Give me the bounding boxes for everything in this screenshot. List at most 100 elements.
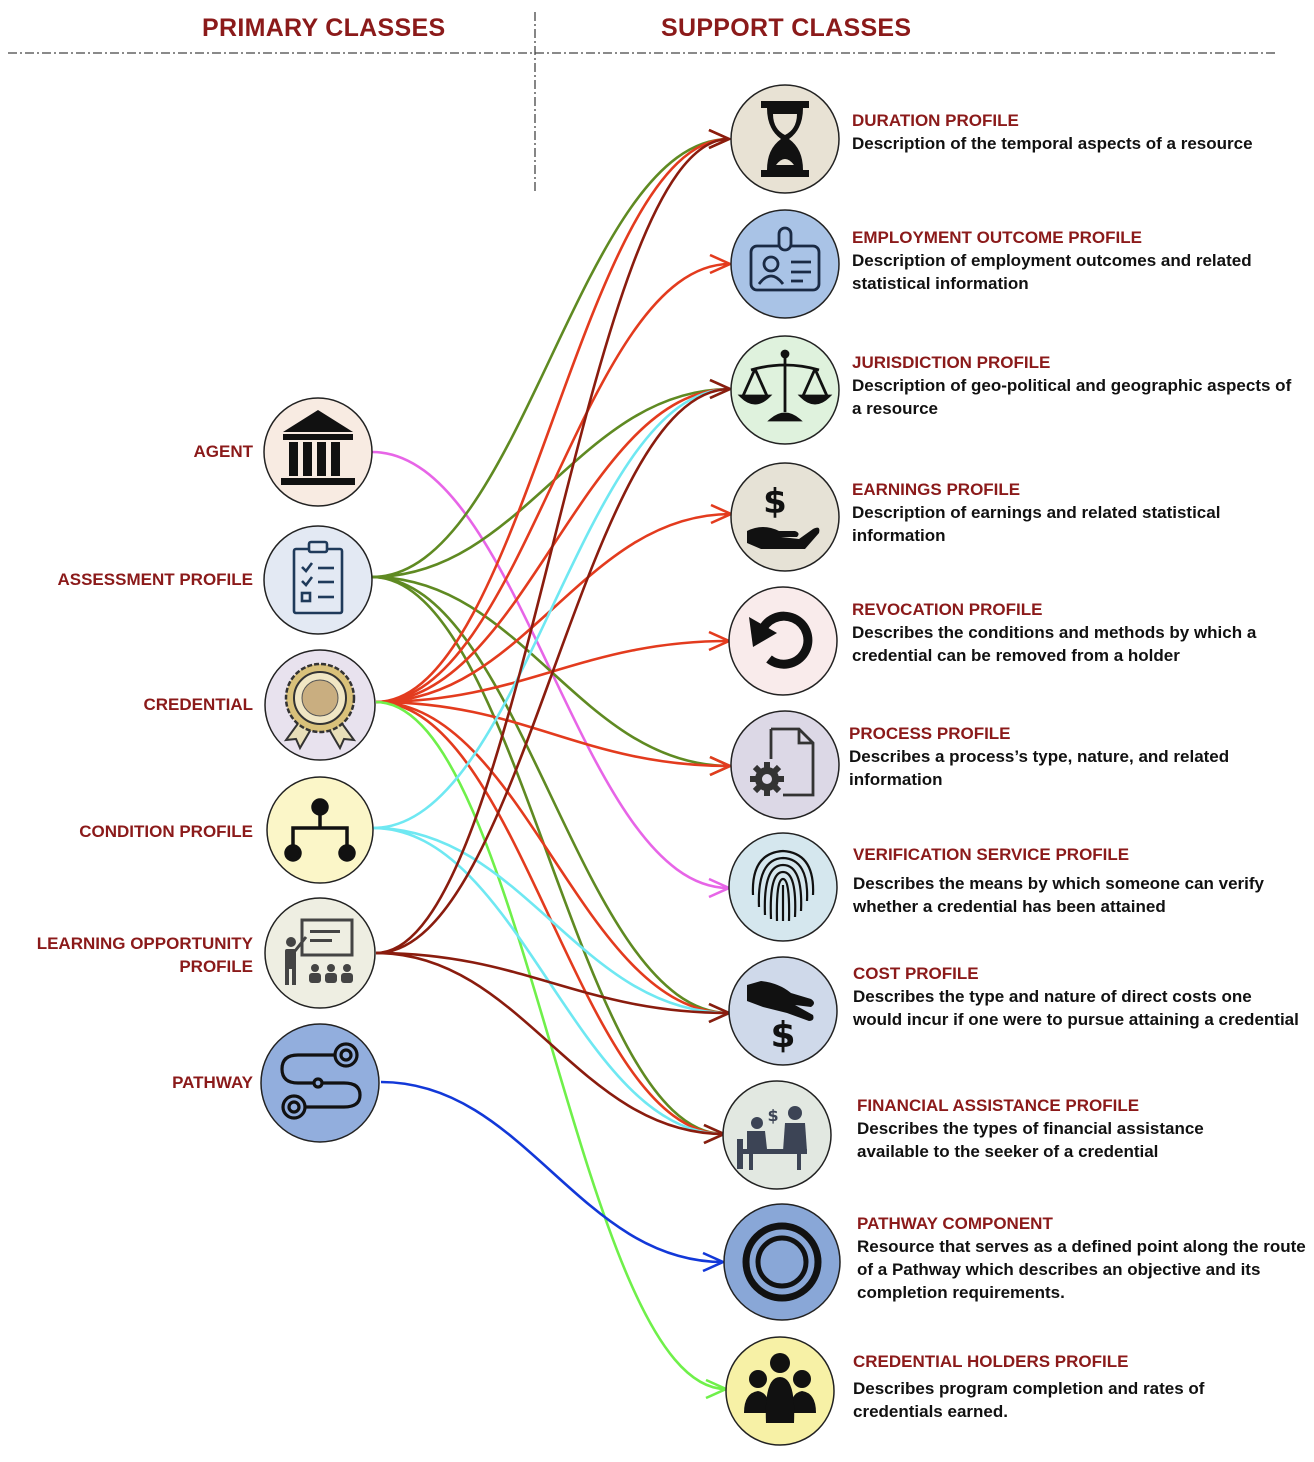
revocation-profile-description: Describes the conditions and methods by … <box>852 623 1257 665</box>
link-condition-to-jurisdiction <box>372 387 731 830</box>
duration-profile-title: DURATION PROFILE <box>852 111 1019 130</box>
duration-profile-text: DURATION PROFILE Description of the temp… <box>852 109 1304 155</box>
revocation-profile-title: REVOCATION PROFILE <box>852 600 1043 619</box>
process-profile-node[interactable] <box>730 710 840 820</box>
financial-assistance-profile-node[interactable]: $ <box>722 1080 832 1190</box>
agent-label: AGENT <box>193 442 254 461</box>
link-assessment-to-financial <box>371 575 725 1136</box>
pathway-component-node[interactable] <box>723 1203 841 1321</box>
assessment-profile-circle <box>263 525 373 635</box>
condition-profile-node[interactable] <box>266 776 374 884</box>
process-profile-description: Describes a process’s type, nature, and … <box>849 747 1230 789</box>
verification-service-profile-title: VERIFICATION SERVICE PROFILE <box>853 845 1130 864</box>
duration-profile-node[interactable] <box>730 84 840 194</box>
svg-text:$: $ <box>767 1106 778 1125</box>
arrowhead-learning-to-duration <box>708 128 733 150</box>
process-profile-text: PROCESS PROFILE Describes a process’s ty… <box>849 722 1301 791</box>
jurisdiction-profile-node[interactable] <box>730 335 840 445</box>
condition-profile-label: CONDITION PROFILE <box>79 822 253 841</box>
link-assessment-to-cost <box>371 575 730 1015</box>
jurisdiction-profile-description: Description of geo-political and geograp… <box>852 376 1292 418</box>
link-credential-to-cost <box>375 700 730 1015</box>
svg-text:$: $ <box>763 482 787 522</box>
scales-of-justice-icon <box>737 349 833 422</box>
fingerprint-icon <box>751 849 815 922</box>
link-learning-to-cost <box>375 951 730 1015</box>
credential-holders-profile-title: CREDENTIAL HOLDERS PROFILE <box>853 1352 1129 1371</box>
hand-payment-icon: $ <box>747 981 814 1056</box>
clipboard-checklist-icon <box>292 540 344 615</box>
process-circle <box>730 710 840 820</box>
link-condition-to-cost <box>372 826 730 1015</box>
concentric-circles-icon <box>742 1222 822 1302</box>
employment-circle <box>730 209 840 319</box>
employment-outcome-profile-title: EMPLOYMENT OUTCOME PROFILE <box>852 228 1142 247</box>
cost-profile-description: Describes the type and nature of direct … <box>853 987 1299 1029</box>
agent-node[interactable] <box>263 397 373 507</box>
revocation-circle <box>728 586 838 696</box>
revocation-profile-text: REVOCATION PROFILE Describes the conditi… <box>852 598 1304 667</box>
pathway-component-circle <box>723 1203 841 1321</box>
id-badge-icon <box>749 226 821 292</box>
learning-opportunity-profile-label: LEARNING OPPORTUNITY PROFILE <box>36 934 253 976</box>
financial-circle <box>722 1080 832 1190</box>
earnings-profile-description: Description of earnings and related stat… <box>852 503 1221 545</box>
pathway-component-description: Resource that serves as a defined point … <box>857 1237 1306 1302</box>
learning-opportunity-profile-node[interactable] <box>264 897 376 1009</box>
assessment-profile-node[interactable] <box>263 525 373 635</box>
pathway-node[interactable] <box>260 1023 380 1143</box>
undo-arrow-icon <box>749 611 813 669</box>
svg-text:$: $ <box>770 1015 795 1056</box>
jurisdiction-profile-title: JURISDICTION PROFILE <box>852 353 1051 372</box>
award-rosette-icon <box>283 662 357 751</box>
arrowhead-credential-to-process <box>709 755 734 777</box>
link-pathway-to-pathwaycomp <box>380 1080 724 1264</box>
arrowhead-learning-to-jurisdiction <box>709 378 734 400</box>
support-classes-header: SUPPORT CLASSES <box>661 14 912 42</box>
people-group-icon <box>744 1353 816 1423</box>
earnings-profile-node[interactable]: $ <box>730 462 840 572</box>
assessment-profile-label: ASSESSMENT PROFILE <box>57 570 253 589</box>
process-profile-title: PROCESS PROFILE <box>849 724 1011 743</box>
advisor-meeting-icon: $ <box>737 1106 807 1170</box>
arrowhead-pathway-to-pathwaycomp <box>702 1251 727 1273</box>
earnings-profile-text: EARNINGS PROFILE Description of earnings… <box>852 478 1304 547</box>
cost-profile-node[interactable]: $ <box>728 956 838 1066</box>
pathway-component-text: PATHWAY COMPONENT Resource that serves a… <box>857 1212 1307 1304</box>
financial-assistance-profile-text: FINANCIAL ASSISTANCE PROFILE Describes t… <box>857 1094 1277 1163</box>
revocation-profile-node[interactable] <box>728 586 838 696</box>
employment-outcome-profile-node[interactable] <box>730 209 840 319</box>
employment-outcome-profile-description: Description of employment outcomes and r… <box>852 251 1252 293</box>
link-learning-to-financial <box>375 951 725 1136</box>
teacher-classroom-icon <box>285 918 354 985</box>
learning-opportunity-circle <box>264 897 376 1009</box>
primary-classes-header: PRIMARY CLASSES <box>202 14 446 42</box>
employment-outcome-profile-text: EMPLOYMENT OUTCOME PROFILE Description o… <box>852 226 1304 295</box>
link-credential-to-process <box>375 700 731 768</box>
earnings-profile-title: EARNINGS PROFILE <box>852 480 1021 499</box>
verification-service-profile-node[interactable] <box>728 832 838 942</box>
cost-profile-text: COST PROFILE Describes the type and natu… <box>853 962 1301 1031</box>
hand-dollar-icon: $ <box>747 482 820 549</box>
link-assessment-to-duration <box>371 137 730 579</box>
hourglass-icon <box>761 101 809 177</box>
duration-profile-description: Description of the temporal aspects of a… <box>852 134 1253 153</box>
financial-assistance-profile-title: FINANCIAL ASSISTANCE PROFILE <box>857 1096 1140 1115</box>
cost-profile-title: COST PROFILE <box>853 964 979 983</box>
pathway-label: PATHWAY <box>172 1073 253 1092</box>
credential-holders-profile-text: CREDENTIAL HOLDERS PROFILE Describes pro… <box>853 1350 1273 1423</box>
link-learning-to-duration <box>375 137 730 955</box>
link-credential-to-employment <box>375 262 731 704</box>
document-gear-icon <box>750 727 815 797</box>
verification-service-profile-text: VERIFICATION SERVICE PROFILE Describes t… <box>853 843 1273 918</box>
credential-node[interactable] <box>264 649 376 761</box>
credential-holders-profile-node[interactable] <box>725 1336 835 1446</box>
arrowhead-credential-to-employment <box>709 253 734 275</box>
link-credential-to-earnings <box>375 512 732 704</box>
link-credential-to-duration <box>375 137 730 704</box>
credential-holders-profile-description: Describes program completion and rates o… <box>853 1379 1205 1421</box>
verification-service-profile-description: Describes the means by which someone can… <box>853 874 1264 916</box>
pathway-component-title: PATHWAY COMPONENT <box>857 1214 1053 1233</box>
pathway-route-icon <box>280 1042 362 1120</box>
